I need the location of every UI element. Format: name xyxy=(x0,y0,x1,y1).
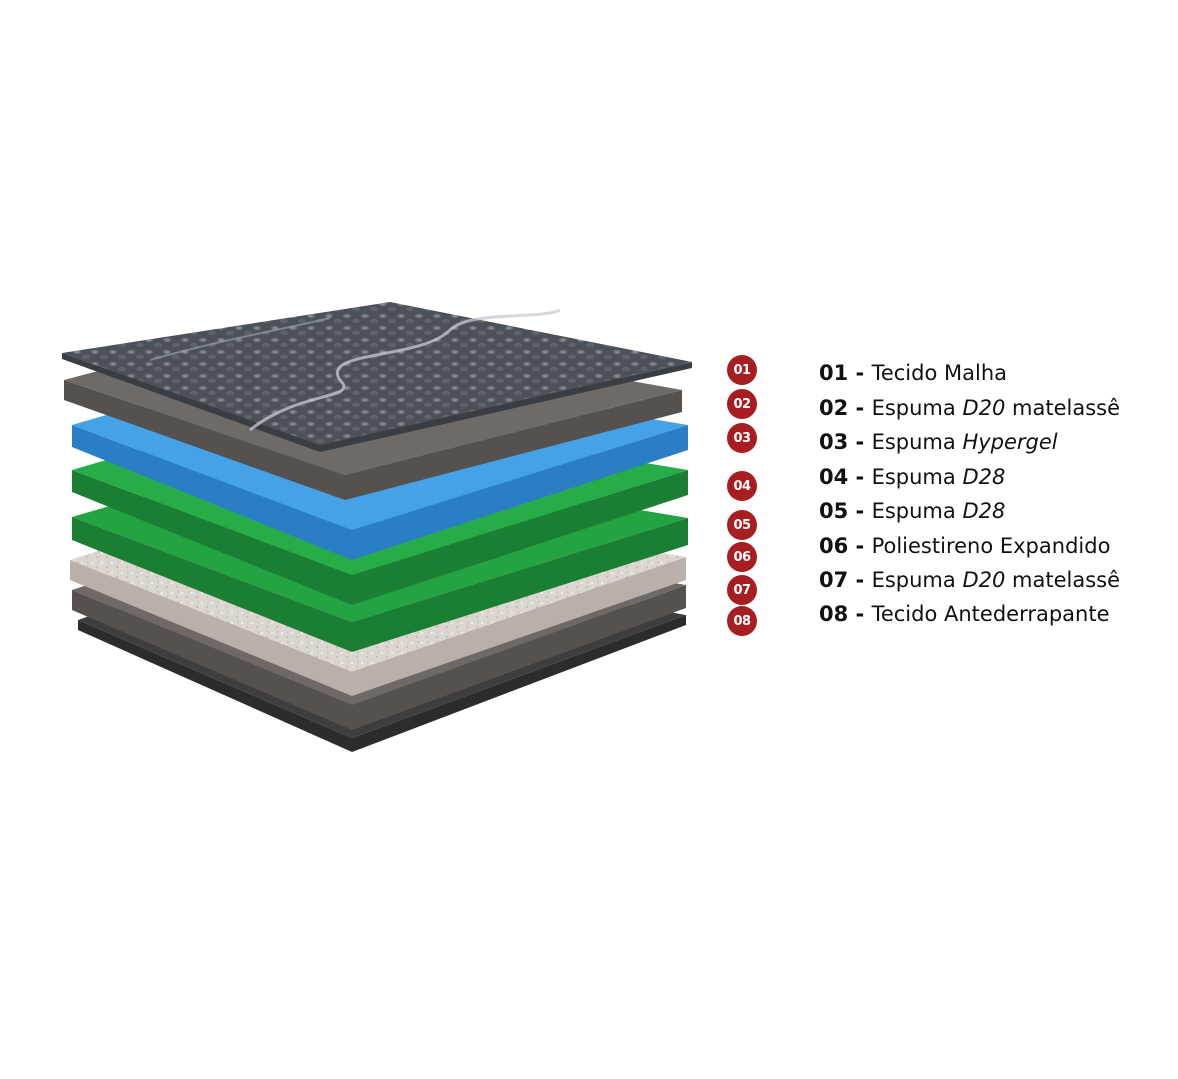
legend-number: 08 xyxy=(819,602,849,626)
badge-01: 01 xyxy=(727,355,757,385)
legend-number: 03 xyxy=(819,430,849,454)
mattress-layer-stack xyxy=(62,302,692,752)
legend-label: Poliestireno Expandido xyxy=(871,534,1111,558)
legend-label-italic: Hypergel xyxy=(962,430,1058,454)
legend-number: 01 xyxy=(819,361,849,385)
legend-separator: - xyxy=(848,361,872,385)
badge-02: 02 xyxy=(727,389,757,419)
legend-separator: - xyxy=(848,465,872,489)
legend-item-07: 07 - Espuma D20 matelassê xyxy=(819,567,1120,593)
legend-separator: - xyxy=(848,499,872,523)
badge-04: 04 xyxy=(727,471,757,501)
legend-separator: - xyxy=(848,568,872,592)
badge-05: 05 xyxy=(727,510,757,540)
legend-number: 07 xyxy=(819,568,849,592)
legend-label: Espuma xyxy=(871,499,963,523)
badge-07: 07 xyxy=(727,575,757,605)
legend-number: 05 xyxy=(819,499,849,523)
legend-number: 04 xyxy=(819,465,849,489)
legend-item-05: 05 - Espuma D28 xyxy=(819,498,1005,524)
legend-label: Espuma xyxy=(871,430,963,454)
legend-label-italic: D28 xyxy=(962,499,1006,523)
badge-03: 03 xyxy=(727,423,757,453)
layer-01 xyxy=(62,302,692,452)
legend-number: 06 xyxy=(819,534,849,558)
legend-item-01: 01 - Tecido Malha xyxy=(819,360,1007,386)
legend-item-06: 06 - Poliestireno Expandido xyxy=(819,533,1110,559)
legend-item-04: 04 - Espuma D28 xyxy=(819,464,1005,490)
legend-label-italic: D20 xyxy=(962,568,1006,592)
legend-label-italic: D28 xyxy=(962,465,1006,489)
legend-label-suffix: matelassê xyxy=(1005,568,1121,592)
legend-number: 02 xyxy=(819,396,849,420)
legend-separator: - xyxy=(848,534,872,558)
badge-08: 08 xyxy=(727,606,757,636)
legend-separator: - xyxy=(848,430,872,454)
legend-item-03: 03 - Espuma Hypergel xyxy=(819,429,1058,455)
badge-06: 06 xyxy=(727,542,757,572)
legend-label: Espuma xyxy=(871,465,963,489)
legend-label: Espuma xyxy=(871,396,963,420)
legend-item-08: 08 - Tecido Antederrapante xyxy=(819,601,1110,627)
legend-label: Espuma xyxy=(871,568,963,592)
legend-separator: - xyxy=(848,602,872,626)
legend-label: Tecido Antederrapante xyxy=(871,602,1110,626)
legend-label-italic: D20 xyxy=(962,396,1006,420)
legend-label-suffix: matelassê xyxy=(1005,396,1121,420)
legend-label: Tecido Malha xyxy=(871,361,1007,385)
legend-separator: - xyxy=(848,396,872,420)
legend-item-02: 02 - Espuma D20 matelassê xyxy=(819,395,1120,421)
